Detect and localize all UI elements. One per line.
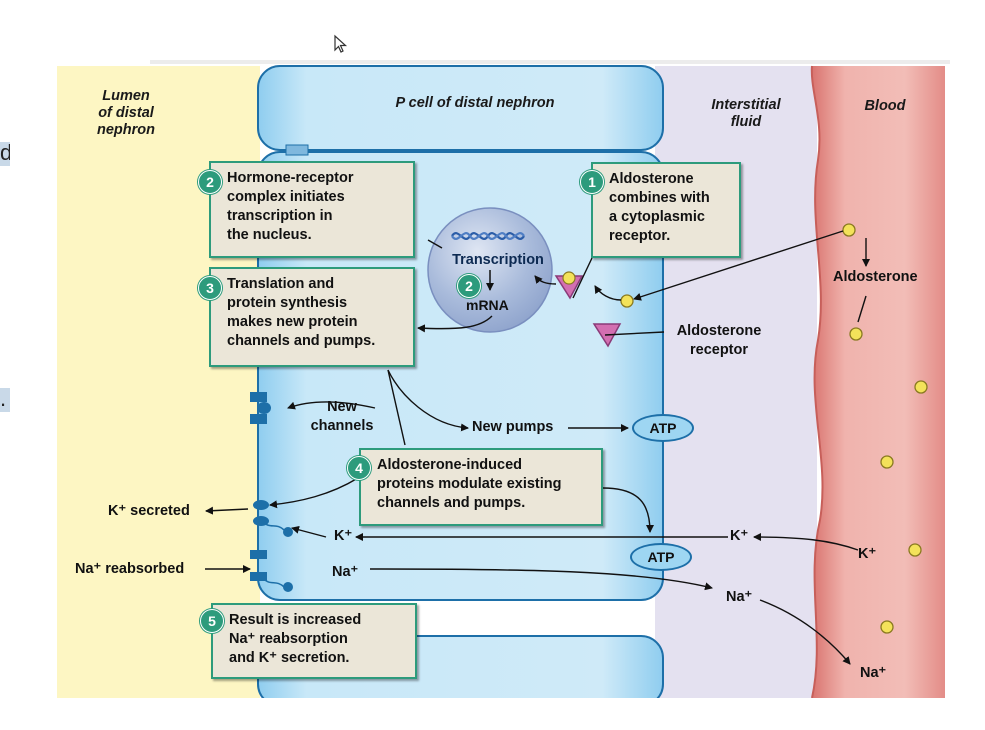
step-1-badge: 1 <box>580 170 604 194</box>
nucleus-step-badge: 2 <box>457 274 481 298</box>
na-ion-label: Na⁺ <box>332 564 359 580</box>
step-3-line: Translation and <box>227 276 335 292</box>
step-1-line: Aldosterone <box>609 171 694 187</box>
blood-label: Blood <box>864 98 906 114</box>
step-4-line: Aldosterone-induced <box>377 457 523 473</box>
upper-cell <box>257 65 664 151</box>
step-3-box: Translation and protein synthesis makes … <box>209 267 415 367</box>
receptor-label-line: Aldosterone <box>676 323 762 339</box>
new-channels-label: New channels <box>302 398 382 436</box>
interstitial-label: Interstitial fluid <box>690 97 802 131</box>
lumen-label-line: nephron <box>97 122 155 138</box>
k-secreted-label: K⁺ secreted <box>108 503 190 519</box>
blood-vessel-region <box>811 66 945 698</box>
new-pumps-label: New pumps <box>472 419 554 435</box>
step-4-line: proteins modulate existing <box>377 476 562 492</box>
step-2-line: the nucleus. <box>227 227 312 243</box>
step-3-badge: 3 <box>198 276 222 300</box>
new-channel-icon <box>250 392 271 424</box>
new-channels-line: channels <box>310 418 374 434</box>
na-reabsorbed-label: Na⁺ reabsorbed <box>75 561 185 577</box>
step-2-line: Hormone-receptor <box>227 170 354 186</box>
aldosterone-receptor-label: Aldosterone receptor <box>669 322 769 360</box>
k-ion-label: K⁺ <box>334 528 353 544</box>
k-channel-icon <box>253 500 269 510</box>
step-3-line: channels and pumps. <box>227 333 376 349</box>
step-5-line: Result is increased <box>229 612 362 628</box>
step-5-line: Na⁺ reabsorption <box>229 631 348 647</box>
step-1-box: Aldosterone combines with a cytoplasmic … <box>591 162 741 258</box>
na-channel-icon <box>250 550 267 581</box>
edge-fragment: . <box>0 388 10 412</box>
aldosterone-molecules <box>620 223 928 634</box>
aldosterone-label: Aldosterone <box>833 269 918 285</box>
step-1-line: combines with <box>609 190 710 206</box>
step-4-line: channels and pumps. <box>377 495 526 511</box>
step-5-line: and K⁺ secretion. <box>229 650 350 666</box>
step-5-box: Result is increased Na⁺ reabsorption and… <box>211 603 417 679</box>
na-ion-label: Na⁺ <box>860 665 887 681</box>
step-2-line: transcription in <box>227 208 333 224</box>
edge-fragment: d <box>0 142 10 166</box>
step-1-line: receptor. <box>609 228 671 244</box>
new-channels-line: New <box>327 399 357 415</box>
interstitial-label-line: fluid <box>730 114 762 130</box>
lumen-label: Lumen of distal nephron <box>78 88 174 139</box>
k-ion-label: K⁺ <box>730 528 749 544</box>
step-4-badge: 4 <box>347 456 371 480</box>
cell-label: P cell of distal nephron <box>395 95 555 111</box>
lumen-label-line: Lumen <box>102 88 150 104</box>
na-ion-label: Na⁺ <box>726 589 753 605</box>
receptor-label-line: receptor <box>689 342 749 358</box>
step-2-badge: 2 <box>198 170 222 194</box>
transcription-label: Transcription <box>452 252 544 268</box>
step-5-badge: 5 <box>200 609 224 633</box>
step-4-box: Aldosterone-induced proteins modulate ex… <box>359 448 603 526</box>
mrna-label: mRNA <box>466 297 509 313</box>
k-ion-label: K⁺ <box>858 546 877 562</box>
step-1-line: a cytoplasmic <box>609 209 705 225</box>
top-rule <box>150 60 950 64</box>
atp-pump-new: ATP <box>632 414 694 442</box>
step-2-line: complex initiates <box>227 189 345 205</box>
step-3-line: makes new protein <box>227 314 358 330</box>
interstitial-label-line: Interstitial <box>711 97 781 113</box>
atp-pump: ATP <box>630 543 692 571</box>
lumen-label-line: of distal <box>98 105 154 121</box>
mouse-cursor-icon <box>334 34 348 53</box>
step-3-line: protein synthesis <box>227 295 348 311</box>
step-2-box: Hormone-receptor complex initiates trans… <box>209 161 415 258</box>
